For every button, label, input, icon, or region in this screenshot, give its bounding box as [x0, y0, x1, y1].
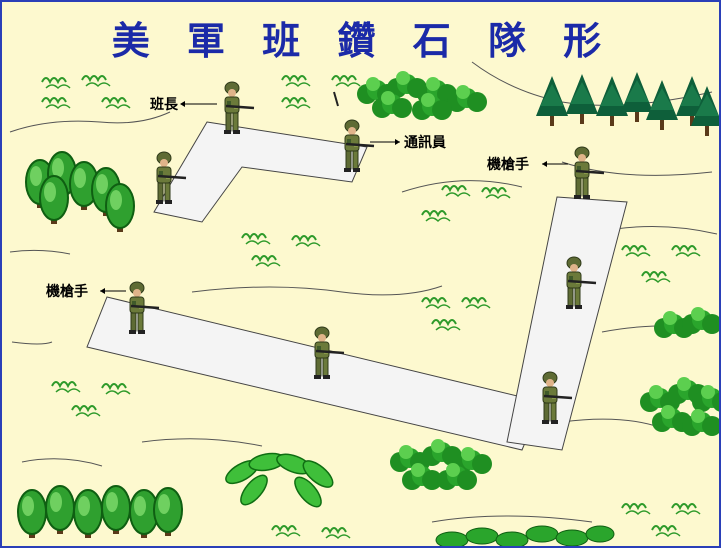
palm-row-bottom [435, 525, 615, 546]
formation-path [86, 121, 628, 451]
palm-shrub [225, 452, 334, 508]
label-machine-gunner-left: 機槍手 [46, 283, 88, 300]
soldier-radio-operator [333, 91, 376, 174]
tree-row-bottom-left [17, 485, 183, 539]
tree-cluster-right [640, 377, 719, 436]
callout-machine-gunner-left: 機槍手 [46, 283, 126, 300]
shrub-right [654, 307, 719, 338]
path-bottom-segment [86, 296, 543, 451]
callout-machine-gunner-right: 機槍手 [487, 156, 568, 173]
diagram-title: 美 軍 班 鑽 石 隊 形 [111, 18, 614, 63]
path-top-segment [153, 121, 368, 223]
callout-radio-operator: 通訊員 [370, 134, 446, 151]
terrain-lines [9, 61, 718, 523]
label-radio-operator: 通訊員 [404, 134, 446, 151]
tree-cluster-left [25, 151, 135, 233]
soldier-machine-gunner-right [572, 145, 606, 201]
label-machine-gunner-right: 機槍手 [487, 156, 529, 173]
shrub-bottom-center [390, 439, 492, 490]
callout-squad-leader: 班長 [150, 96, 217, 113]
path-right-segment [506, 196, 628, 451]
soldier-squad-leader [222, 80, 256, 136]
pine-forest [536, 72, 719, 136]
label-squad-leader: 班長 [150, 96, 179, 113]
shrub-top-center [357, 71, 487, 120]
